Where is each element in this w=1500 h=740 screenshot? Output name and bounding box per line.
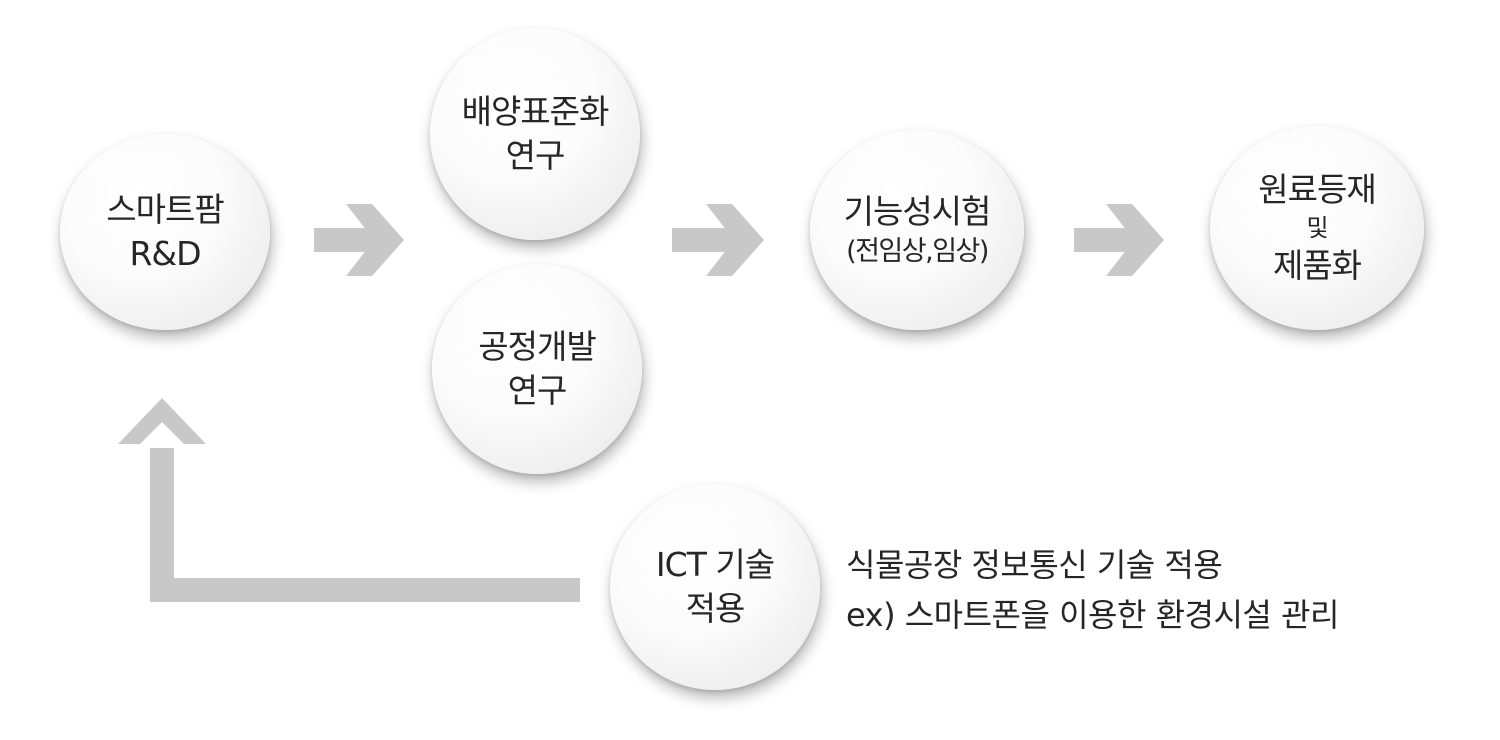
node-functional-test: 기능성시험 (전임상,임상) (810, 130, 1024, 330)
ict-description-line1: 식물공장 정보통신 기술 적용 (846, 546, 1223, 584)
node-ict-application: ICT 기술 적용 (610, 484, 820, 690)
node-label-line2: R&D (129, 234, 201, 273)
node-label-line2: 및 (1306, 214, 1328, 242)
node-label-line1: 배양표준화 (461, 92, 610, 131)
up-arrow-icon (118, 398, 206, 444)
right-arrow-icon (314, 204, 404, 276)
feedback-up-arrow (118, 398, 580, 602)
node-smartfarm-rnd: 스마트팜 R&D (60, 134, 270, 330)
node-label-line2: 연구 (507, 371, 568, 410)
node-label-line1: 원료등재 (1258, 170, 1376, 209)
node-process-development: 공정개발 연구 (432, 264, 642, 474)
node-label-line1: 공정개발 (478, 327, 596, 366)
node-label-line2: 연구 (505, 136, 566, 175)
right-arrow-icon (672, 204, 764, 276)
node-label-line2: (전임상,임상) (846, 236, 989, 267)
ict-description: 식물공장 정보통신 기술 적용 ex) 스마트폰을 이용한 환경시설 관리 (846, 540, 1339, 640)
node-label-line1: ICT 기술 (655, 545, 775, 584)
node-label-line1: 기능성시험 (843, 192, 992, 231)
node-label-line3: 제품화 (1272, 246, 1362, 285)
ict-description-line2: ex) 스마트폰을 이용한 환경시설 관리 (846, 596, 1339, 634)
node-label-line1: 스마트팜 (106, 190, 224, 229)
node-registration-productization: 원료등재 및 제품화 (1210, 126, 1424, 330)
node-culture-standardization: 배양표준화 연구 (430, 28, 640, 240)
right-arrow-icon (1074, 204, 1164, 276)
node-label-line2: 적용 (685, 589, 746, 628)
